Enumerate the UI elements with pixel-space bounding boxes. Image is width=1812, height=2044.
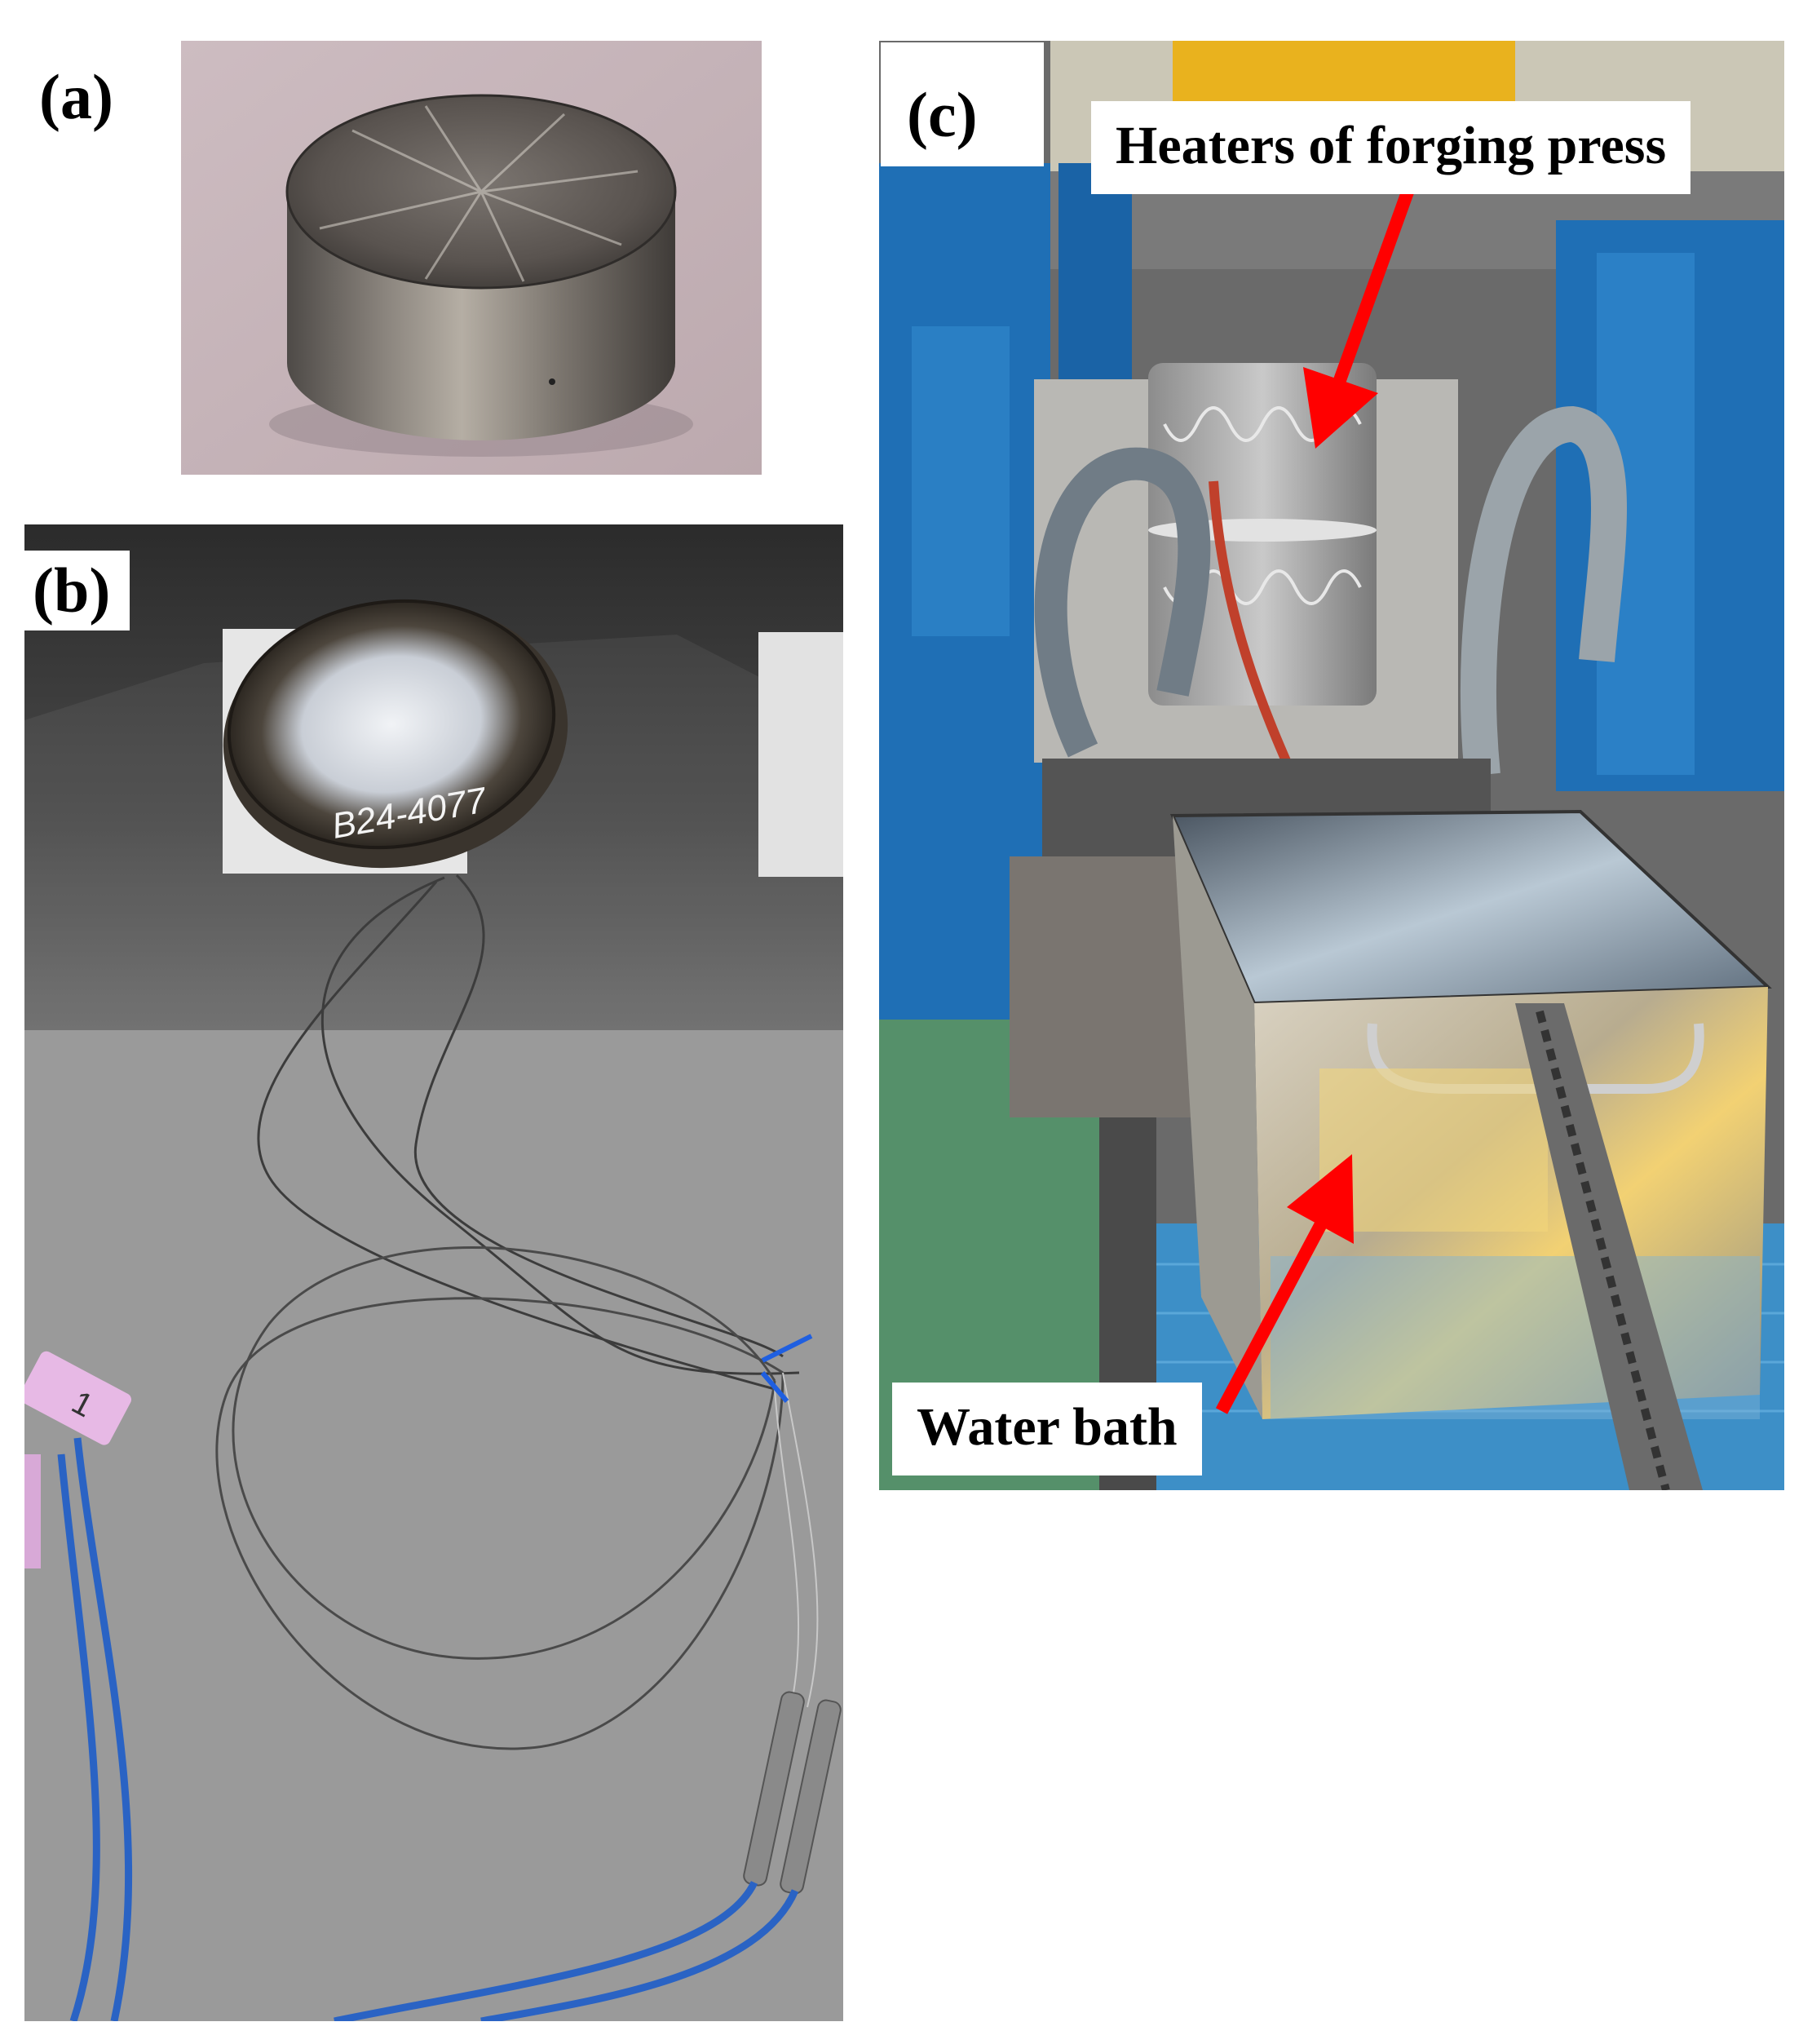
arrow-to-heaters: [1303, 185, 1416, 449]
callout-water-bath: Water bath: [892, 1383, 1202, 1475]
arrow-to-water-bath: [1215, 1154, 1354, 1414]
panel-b-photo: B24-4077 1: [24, 524, 843, 2021]
callout-heaters-of-forging-press: Heaters of forging press: [1091, 101, 1691, 194]
panel-c-label: (c): [881, 42, 1044, 166]
panel-a-label: (a): [39, 61, 113, 132]
panel-c-photo: [879, 41, 1784, 1490]
panel-a-photo: [181, 41, 762, 475]
panel-b-label: (b): [24, 551, 130, 630]
